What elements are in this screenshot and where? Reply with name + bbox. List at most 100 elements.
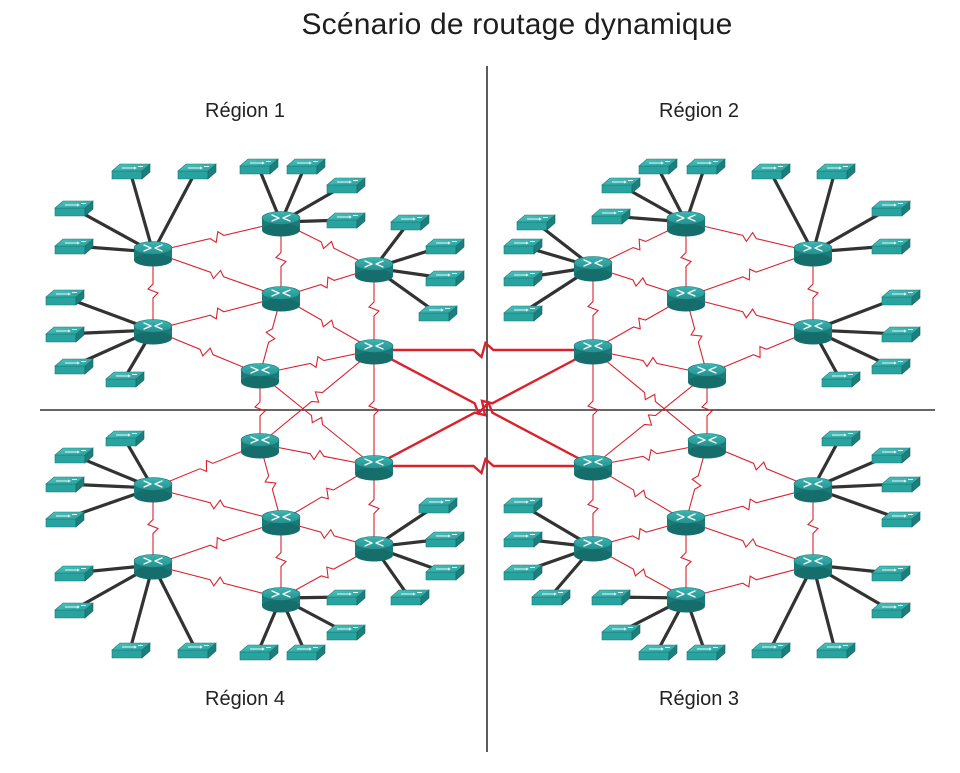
switch-icon — [425, 238, 465, 255]
switch-icon — [54, 238, 94, 255]
switch-icon — [45, 511, 85, 528]
serial-link — [680, 222, 692, 297]
switch-icon — [871, 200, 911, 217]
switch-icon — [503, 270, 543, 287]
switch-icon — [871, 238, 911, 255]
switch-icon — [425, 564, 465, 581]
switch-icon — [871, 565, 911, 582]
ethernet-link — [151, 169, 198, 254]
serial-link — [592, 266, 687, 298]
serial-link — [368, 268, 380, 350]
serial-link — [368, 466, 380, 547]
router-icon — [261, 211, 301, 237]
router-icon — [240, 433, 280, 459]
switch-icon — [239, 644, 279, 661]
serial-link — [152, 520, 282, 566]
router-icon — [687, 363, 727, 389]
router-icon — [573, 455, 613, 481]
switch-icon — [425, 531, 465, 548]
serial-link — [807, 488, 819, 565]
switch-icon — [881, 511, 921, 528]
diagram-title: Scénario de routage dynamique — [301, 8, 733, 41]
router-icon — [666, 510, 706, 536]
switch-icon — [326, 624, 366, 641]
serial-link — [592, 221, 687, 268]
switch-icon — [54, 447, 94, 464]
serial-link-inter-region — [254, 374, 266, 444]
serial-link — [680, 521, 692, 598]
serial-link — [280, 296, 375, 351]
serial-link — [685, 296, 814, 331]
router-icon — [354, 536, 394, 562]
serial-link — [280, 221, 375, 269]
ethernet-link — [768, 169, 815, 254]
router-icon — [133, 241, 173, 267]
switch-icon — [751, 163, 791, 180]
switch-icon — [816, 163, 856, 180]
switch-icon — [286, 158, 326, 175]
region-1-label: Région 1 — [205, 100, 286, 122]
serial-link — [685, 487, 814, 522]
serial-link — [259, 296, 282, 375]
serial-link — [152, 329, 261, 375]
serial-link — [280, 267, 375, 298]
switch-icon — [516, 214, 556, 231]
switch-icon — [816, 642, 856, 659]
serial-link-inter-region — [587, 350, 599, 466]
switch-icon — [54, 565, 94, 582]
switch-icon — [54, 602, 94, 619]
switch-icon — [638, 644, 678, 661]
region-2-label: Région 2 — [659, 100, 740, 122]
switch-icon — [177, 163, 217, 180]
serial-link — [592, 546, 687, 599]
router-icon — [261, 286, 301, 312]
switch-icon — [881, 476, 921, 493]
router-icon — [793, 319, 833, 345]
router-icon — [261, 510, 301, 536]
switch-icon — [45, 476, 85, 493]
switch-icon — [601, 177, 641, 194]
switch-icon — [390, 214, 430, 231]
switch-icon — [177, 642, 217, 659]
router-icon — [573, 256, 613, 282]
switch-icon — [503, 531, 543, 548]
router-icon — [354, 339, 394, 365]
serial-link-inter-region — [592, 349, 708, 445]
core-serial-link — [374, 340, 593, 360]
switch-icon — [686, 644, 726, 661]
serial-link — [587, 267, 599, 350]
switch-icon — [503, 305, 543, 322]
region-4-label: Région 4 — [205, 688, 286, 710]
switch-icon — [418, 497, 458, 514]
switch-icon — [686, 158, 726, 175]
router-icon — [666, 211, 706, 237]
switch-icon — [638, 158, 678, 175]
router-icon — [573, 339, 613, 365]
switch-icon — [111, 642, 151, 659]
serial-link — [587, 466, 599, 547]
switch-icon — [54, 200, 94, 217]
router-icon — [793, 241, 833, 267]
router-icon — [240, 363, 280, 389]
router-icon — [133, 319, 173, 345]
router-icon — [261, 587, 301, 613]
switch-icon — [326, 589, 366, 606]
router-icon — [666, 587, 706, 613]
serial-link — [685, 296, 708, 375]
serial-link — [280, 465, 375, 522]
switch-icon — [871, 358, 911, 375]
serial-link — [152, 487, 282, 522]
router-icon — [354, 257, 394, 283]
switch-icon — [111, 163, 151, 180]
switch-icon — [239, 158, 279, 175]
switch-icon — [821, 430, 861, 447]
switch-icon — [881, 326, 921, 343]
router-icon — [573, 536, 613, 562]
switch-icon — [531, 589, 571, 606]
serial-link — [259, 443, 282, 522]
serial-link — [152, 443, 261, 489]
switch-icon — [503, 497, 543, 514]
switch-icon — [326, 177, 366, 194]
serial-link — [592, 520, 687, 548]
serial-link — [592, 465, 687, 522]
